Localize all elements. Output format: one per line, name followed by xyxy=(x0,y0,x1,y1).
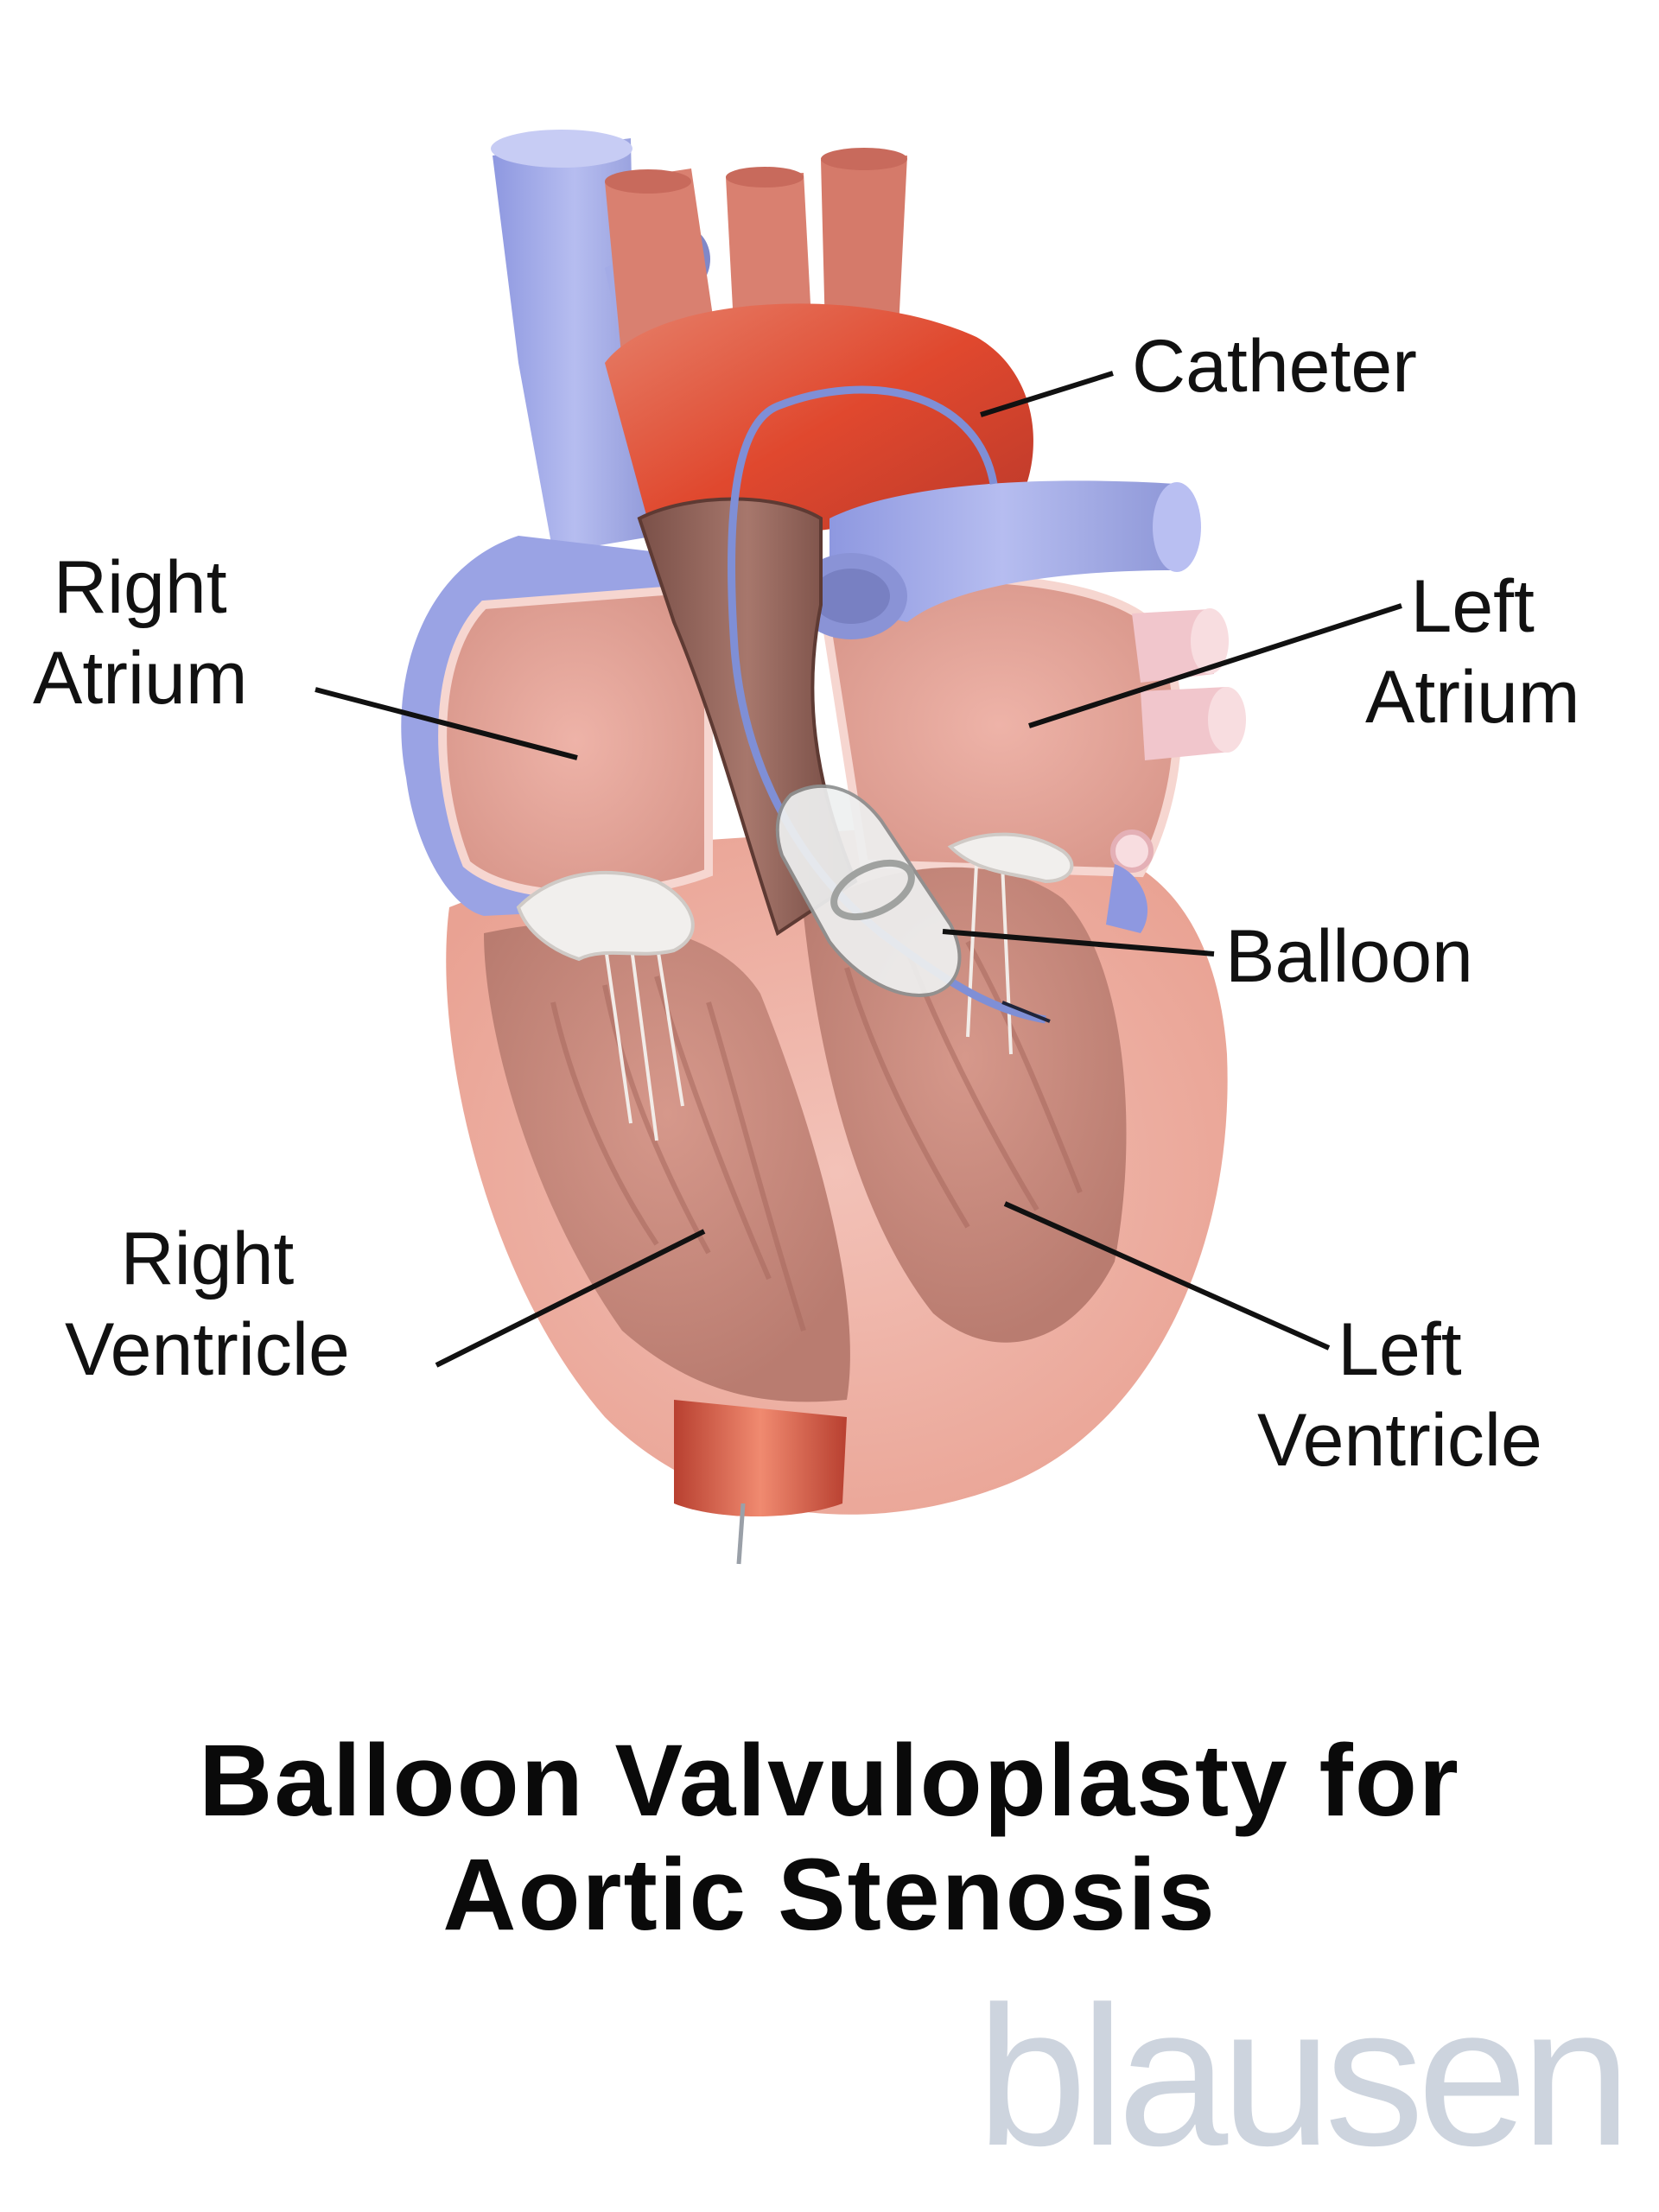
aortic-branches xyxy=(605,148,907,363)
label-left-ventricle-line2: Ventricle xyxy=(1257,1398,1542,1482)
label-catheter-text: Catheter xyxy=(1132,325,1417,408)
label-right-ventricle-line2: Ventricle xyxy=(65,1307,350,1391)
pulmonary-artery xyxy=(795,480,1201,639)
leader-line-left-ventricle xyxy=(1003,1201,1331,1351)
leader-line-catheter xyxy=(980,371,1114,417)
label-left-ventricle-line1: Left xyxy=(1338,1308,1462,1391)
aortic-arch xyxy=(605,303,1033,553)
chordae-tendineae xyxy=(603,863,1013,1141)
leader-line-balloon xyxy=(942,929,1215,957)
label-right-atrium: Right Atrium xyxy=(33,543,247,724)
figure-title-line1: Balloon Valvuloplasty for xyxy=(199,1724,1460,1838)
right-ventricle-chamber xyxy=(484,921,850,1402)
leader-lines xyxy=(315,371,1402,1368)
tricuspid-valve xyxy=(516,871,695,962)
label-right-atrium-line2: Atrium xyxy=(33,636,248,720)
pulmonary-veins xyxy=(1106,608,1246,933)
label-catheter: Catheter xyxy=(1132,321,1417,412)
balloon xyxy=(775,785,962,997)
mitral-valve xyxy=(947,832,1074,884)
leader-line-right-ventricle xyxy=(435,1229,706,1368)
right-atrium-interior xyxy=(438,582,713,899)
label-left-atrium-line2: Atrium xyxy=(1365,655,1580,739)
leader-line-right-atrium xyxy=(315,687,578,760)
label-right-ventricle: Right Ventricle xyxy=(65,1214,350,1395)
figure-title-line2: Aortic Stenosis xyxy=(442,1838,1217,1953)
catheter-entry xyxy=(736,1503,746,1565)
label-right-atrium-line1: Right xyxy=(53,546,227,629)
label-left-ventricle: Left Ventricle xyxy=(1257,1305,1542,1486)
label-left-atrium: Left Atrium xyxy=(1365,562,1580,743)
label-left-atrium-line1: Left xyxy=(1410,565,1535,648)
catheter-tip xyxy=(1001,1001,1051,1023)
label-balloon: Balloon xyxy=(1225,912,1473,1002)
leader-line-left-atrium xyxy=(1028,603,1402,728)
label-balloon-text: Balloon xyxy=(1225,915,1473,998)
blausen-logo: blausen xyxy=(976,1965,1631,2187)
figure-title: Balloon Valvuloplasty for Aortic Stenosi… xyxy=(0,1724,1659,1952)
label-right-ventricle-line1: Right xyxy=(120,1217,295,1300)
inferior-vessel xyxy=(674,1400,847,1516)
